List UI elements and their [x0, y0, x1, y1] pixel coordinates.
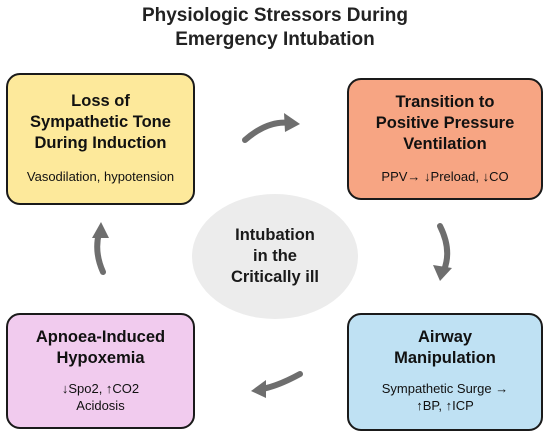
heading-line: Airway: [417, 328, 473, 346]
box-heading: Transition to Positive Pressure Ventilat…: [349, 92, 541, 155]
box-heading: Loss of Sympathetic Tone During Inductio…: [8, 91, 193, 154]
heading-line: Hypoxemia: [56, 349, 145, 367]
title-line-2: Emergency Intubation: [175, 29, 375, 50]
box-apnoea-induced-hypoxemia: Apnoea-Induced Hypoxemia ↓Spo2, ↑CO2 Aci…: [6, 313, 195, 429]
heading-line: Manipulation: [394, 349, 496, 367]
box-heading: Apnoea-Induced Hypoxemia: [8, 327, 193, 369]
box-detail: ↓Spo2, ↑CO2 Acidosis: [8, 380, 193, 414]
heading-line: During Induction: [34, 134, 167, 152]
heading-line: Loss of: [71, 92, 130, 110]
detail-line: PPV→ ↓Preload, ↓CO: [381, 169, 509, 184]
heading-line: Positive Pressure: [375, 114, 515, 132]
box-positive-pressure-ventilation: Transition to Positive Pressure Ventilat…: [347, 78, 543, 200]
arrowhead-top: [284, 113, 300, 132]
diagram-title: Physiologic Stressors During Emergency I…: [0, 4, 550, 52]
detail-line: Acidosis: [76, 398, 125, 413]
detail-line: Vasodilation, hypotension: [26, 169, 175, 184]
box-detail: Vasodilation, hypotension: [8, 168, 193, 185]
arrowhead-left: [92, 222, 109, 238]
arrow-right: [437, 223, 451, 273]
arrowhead-bottom: [251, 380, 266, 398]
center-line: Intubation: [235, 226, 315, 244]
center-line: in the: [252, 247, 297, 265]
detail-line: ↑BP, ↑ICP: [416, 398, 474, 413]
arrow-left: [94, 230, 106, 275]
box-heading: Airway Manipulation: [349, 327, 541, 369]
arrow-top: [242, 119, 293, 143]
center-circle: Intubation in the Critically ill: [192, 194, 358, 319]
title-line-1: Physiologic Stressors During: [141, 5, 409, 26]
box-detail: PPV→ ↓Preload, ↓CO: [349, 168, 541, 185]
box-airway-manipulation: Airway Manipulation Sympathetic Surge → …: [347, 313, 543, 431]
arrow-bottom: [259, 371, 303, 392]
box-detail: Sympathetic Surge → ↑BP, ↑ICP: [349, 380, 541, 414]
heading-line: Apnoea-Induced: [35, 328, 166, 346]
heading-line: Ventilation: [403, 135, 487, 153]
box-loss-of-sympathetic-tone: Loss of Sympathetic Tone During Inductio…: [6, 73, 195, 205]
heading-line: Sympathetic Tone: [30, 113, 171, 131]
detail-line: ↓Spo2, ↑CO2: [61, 381, 140, 396]
center-line: Critically ill: [230, 268, 320, 286]
heading-line: Transition to: [395, 93, 495, 111]
arrowhead-right: [433, 265, 452, 281]
center-label: Intubation in the Critically ill: [231, 225, 319, 288]
detail-line: Sympathetic Surge →: [381, 381, 509, 396]
